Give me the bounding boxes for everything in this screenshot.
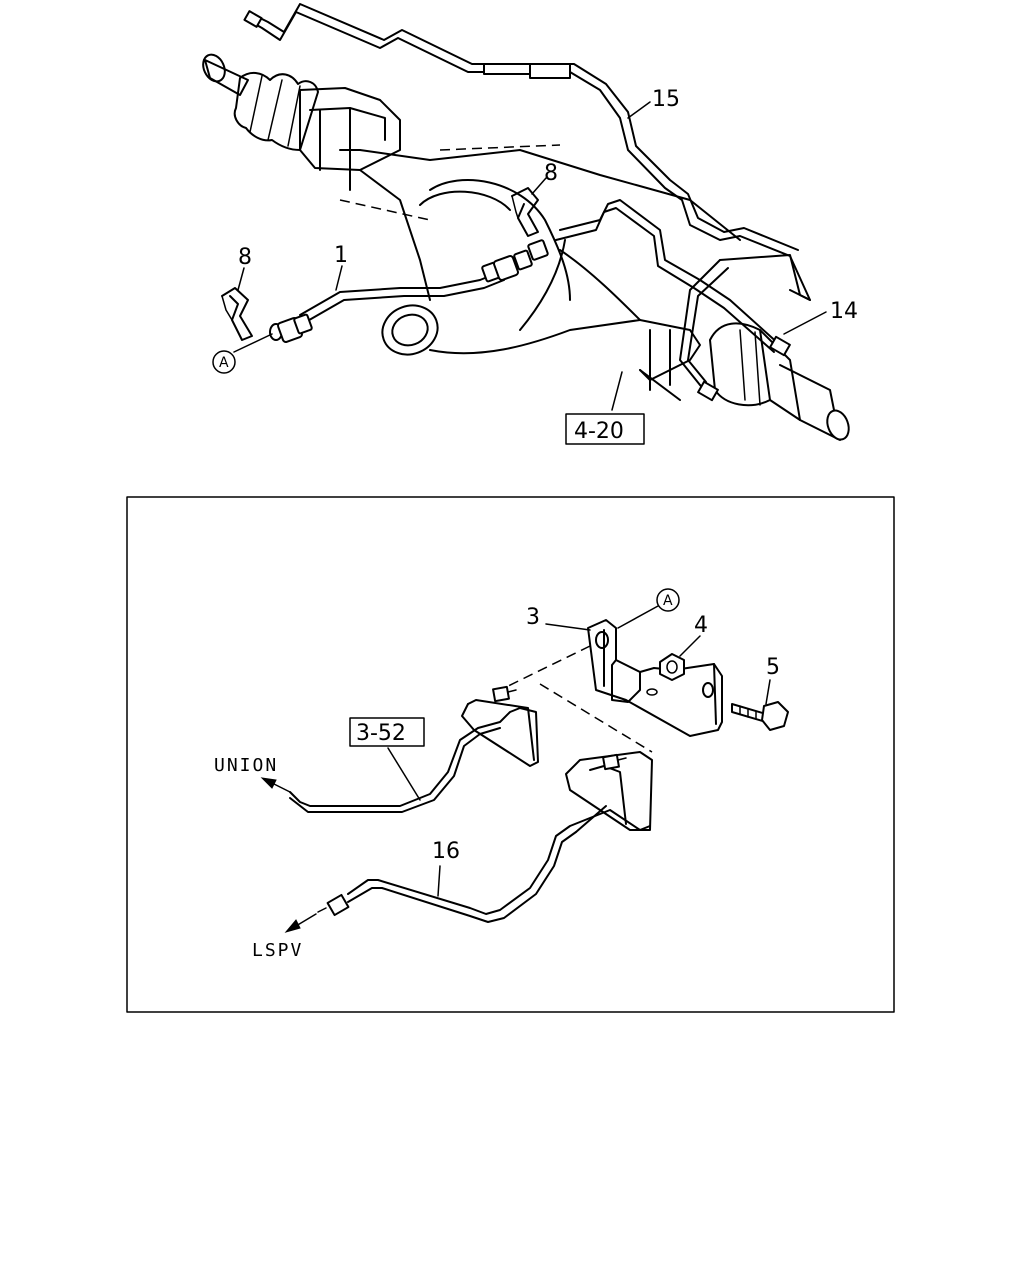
hose-fitting-right xyxy=(481,239,549,283)
label-part-1: 1 xyxy=(334,243,348,268)
label-part-14: 14 xyxy=(830,299,858,324)
bracket-3 xyxy=(587,619,723,737)
label-part-15: 15 xyxy=(652,87,680,112)
bolt-5 xyxy=(731,701,789,731)
svg-text:A: A xyxy=(663,593,673,609)
axle-assembly xyxy=(202,53,850,441)
clip-8-left xyxy=(221,287,253,341)
ref-box-3-52: 3-52 xyxy=(349,717,425,747)
inset-frame xyxy=(126,496,895,1013)
marker-a-inset: A xyxy=(656,588,680,612)
alignment-lines xyxy=(499,645,653,753)
nut-4 xyxy=(659,653,685,681)
label-part-4: 4 xyxy=(694,613,708,638)
pipe-3-52 xyxy=(289,685,539,813)
svg-text:3-52: 3-52 xyxy=(356,721,406,746)
leaders-inset xyxy=(387,605,771,897)
label-lspv: LSPV xyxy=(252,940,303,961)
clip-8-center xyxy=(511,187,539,237)
label-part-3: 3 xyxy=(526,605,540,630)
marker-a-top: A xyxy=(212,350,236,374)
ref-box-4-20: 4-20 xyxy=(565,413,645,445)
svg-text:A: A xyxy=(219,355,229,371)
label-part-8-center: 8 xyxy=(544,161,558,186)
label-part-5: 5 xyxy=(766,655,780,680)
pipe-16 xyxy=(317,751,653,923)
arrow-lspv xyxy=(284,913,317,933)
brake-pipe-14 xyxy=(555,199,811,402)
label-union: UNION xyxy=(214,755,278,776)
brake-pipe-15 xyxy=(243,3,811,301)
hose-fitting-left xyxy=(269,313,313,343)
label-part-8-left: 8 xyxy=(238,245,252,270)
svg-text:4-20: 4-20 xyxy=(574,419,624,444)
flexible-hose-1 xyxy=(269,239,549,343)
label-part-16: 16 xyxy=(432,839,460,864)
leaders-top xyxy=(233,101,827,411)
arrow-union xyxy=(260,777,291,793)
